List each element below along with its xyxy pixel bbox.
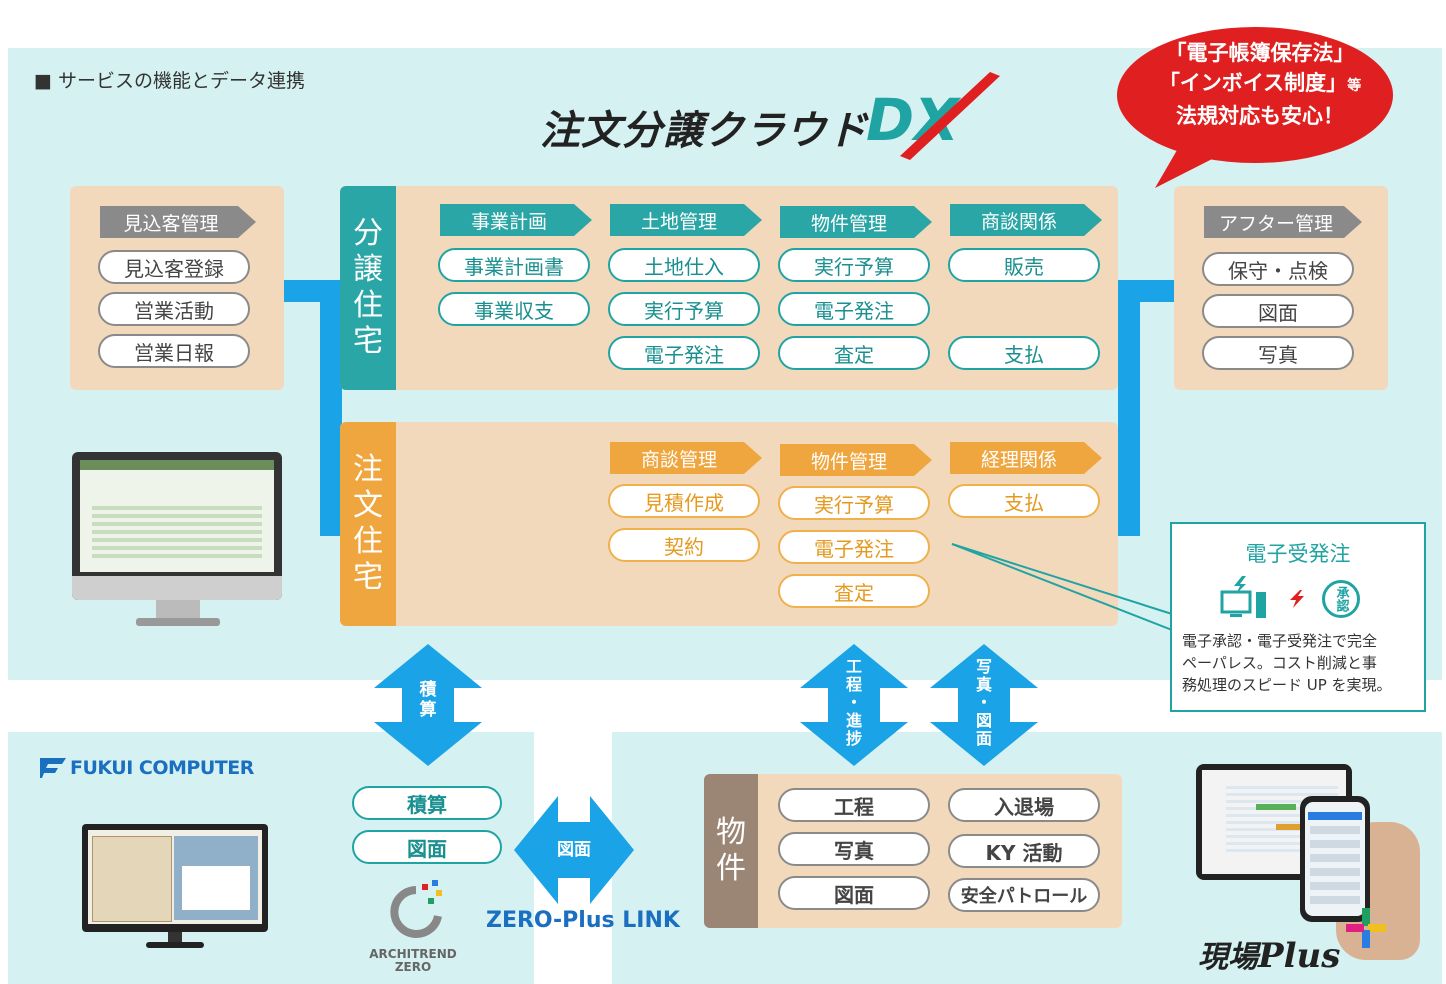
fukui-logo: FUKUI COMPUTER bbox=[40, 756, 254, 780]
fukui-item-drawing[interactable]: 図面 bbox=[352, 830, 502, 864]
estimate-arrow-label: 積算 bbox=[419, 680, 437, 720]
after-item-3[interactable]: 写真 bbox=[1202, 336, 1354, 370]
bunjo-sales-item-1[interactable]: 販売 bbox=[948, 248, 1100, 282]
bunjo-property-item-2[interactable]: 電子発注 bbox=[778, 292, 930, 326]
chumon-negotiation-item-1[interactable]: 見積作成 bbox=[608, 484, 760, 518]
bunjo-label: 分譲住宅 bbox=[340, 186, 396, 390]
bubble-line2: 「インボイス制度」等 bbox=[1158, 71, 1362, 95]
bukken-item-process[interactable]: 工程 bbox=[778, 788, 930, 822]
chumon-property-item-3[interactable]: 査定 bbox=[778, 574, 930, 608]
cad-monitor bbox=[82, 824, 268, 950]
bunjo-header-sales: 商談関係 bbox=[950, 204, 1102, 236]
after-item-2[interactable]: 図面 bbox=[1202, 294, 1354, 328]
bunjo-header-land: 土地管理 bbox=[610, 204, 762, 236]
bunjo-land-item-2[interactable]: 実行予算 bbox=[608, 292, 760, 326]
bunjo-header-plan: 事業計画 bbox=[440, 204, 592, 236]
product-logo-text: 注文分譲クラウド bbox=[540, 108, 868, 154]
drawing-arrow-label: 図面 bbox=[557, 840, 591, 860]
callout-box: 電子受発注 承認 電子承認・電子受発注で完全 ペーパレス。コスト削減と事 務処理… bbox=[1170, 522, 1426, 712]
callout-pointer bbox=[951, 543, 1173, 631]
prospect-item-1[interactable]: 見込客登録 bbox=[98, 250, 250, 284]
bukken-item-photo[interactable]: 写真 bbox=[778, 832, 930, 866]
bukken-item-patrol[interactable]: 安全パトロール bbox=[948, 878, 1100, 912]
chumon-property-item-1[interactable]: 実行予算 bbox=[778, 486, 930, 520]
bukken-item-entry[interactable]: 入退場 bbox=[948, 788, 1100, 822]
process-arrow-label: 工程・進捗 bbox=[845, 657, 862, 748]
prospect-item-3[interactable]: 営業日報 bbox=[98, 334, 250, 368]
callout-text: 電子承認・電子受発注で完全 ペーパレス。コスト削減と事 務処理のスピード UP … bbox=[1182, 632, 1392, 694]
after-item-1[interactable]: 保守・点検 bbox=[1202, 252, 1354, 286]
photo-arrow-label: 写真・図面 bbox=[975, 657, 992, 748]
chumon-header-accounting: 経理関係 bbox=[950, 442, 1102, 474]
prospect-header: 見込客管理 bbox=[100, 206, 256, 238]
genba-plus-logo: 現場Plus bbox=[1198, 932, 1340, 976]
bukken-label: 物件 bbox=[704, 774, 758, 928]
estimate-arrow-icon bbox=[374, 644, 482, 766]
bukken-item-ky[interactable]: KY 活動 bbox=[948, 834, 1100, 868]
phone-device bbox=[1300, 796, 1370, 922]
drawing-arrow-icon bbox=[514, 796, 634, 904]
monitor-screenshot bbox=[70, 452, 284, 632]
chumon-accounting-item-1[interactable]: 支払 bbox=[948, 484, 1100, 518]
chumon-label: 注文住宅 bbox=[340, 422, 396, 626]
chumon-property-item-2[interactable]: 電子発注 bbox=[778, 530, 930, 564]
after-header: アフター管理 bbox=[1204, 206, 1362, 238]
chumon-negotiation-item-2[interactable]: 契約 bbox=[608, 528, 760, 562]
connector-right-v bbox=[1118, 280, 1140, 536]
architrend-logo-icon bbox=[390, 880, 442, 938]
architrend-text: ARCHITREND ZERO bbox=[369, 947, 457, 974]
photo-arrow-icon bbox=[930, 644, 1038, 766]
connector-left-v bbox=[320, 280, 342, 536]
callout-title: 電子受発注 bbox=[1245, 542, 1351, 566]
section-title: ■ サービスの機能とデータ連携 bbox=[34, 70, 305, 92]
genba-logo-text: 現場 bbox=[1198, 940, 1258, 975]
speech-bubble bbox=[1117, 27, 1393, 188]
approve-badge-icon: 承認 bbox=[1322, 580, 1360, 618]
computer-icon bbox=[1220, 576, 1266, 618]
bubble-line3: 法規対応も安心！ bbox=[1176, 104, 1344, 128]
bubble-text: 「電子帳簿保存法」 「インボイス制度」等 法規対応も安心！ bbox=[1140, 38, 1380, 131]
prospect-item-2[interactable]: 営業活動 bbox=[98, 292, 250, 326]
connector-right-h2 bbox=[1116, 514, 1140, 536]
chumon-header-negotiation: 商談管理 bbox=[610, 442, 762, 474]
bunjo-land-item-1[interactable]: 土地仕入 bbox=[608, 248, 760, 282]
bukken-item-drawing[interactable]: 図面 bbox=[778, 876, 930, 910]
process-arrow-icon bbox=[800, 644, 908, 766]
lightning-icon bbox=[1290, 590, 1304, 608]
fukui-brand-text: FUKUI COMPUTER bbox=[70, 757, 254, 779]
bunjo-sales-item-2[interactable]: 支払 bbox=[948, 336, 1100, 370]
bunjo-plan-item-1[interactable]: 事業計画書 bbox=[438, 248, 590, 282]
bunjo-header-property: 物件管理 bbox=[780, 206, 932, 238]
plus-mark-icon bbox=[1346, 908, 1386, 948]
bunjo-plan-item-2[interactable]: 事業収支 bbox=[438, 292, 590, 326]
bunjo-property-item-1[interactable]: 実行予算 bbox=[778, 248, 930, 282]
zero-plus-link: ZERO-Plus LINK bbox=[486, 908, 680, 933]
connector-left-h2 bbox=[320, 514, 344, 536]
genba-logo-plus: Plus bbox=[1258, 936, 1341, 976]
fukui-mark-icon bbox=[40, 758, 66, 778]
bunjo-property-item-3[interactable]: 査定 bbox=[778, 336, 930, 370]
bubble-line1: 「電子帳簿保存法」 bbox=[1165, 41, 1355, 65]
bunjo-land-item-3[interactable]: 電子発注 bbox=[608, 336, 760, 370]
chumon-header-property: 物件管理 bbox=[780, 444, 932, 476]
dx-slash-icon bbox=[900, 72, 1000, 160]
product-logo: 注文分譲クラウド DX bbox=[540, 72, 1000, 160]
fukui-item-estimate[interactable]: 積算 bbox=[352, 786, 502, 820]
